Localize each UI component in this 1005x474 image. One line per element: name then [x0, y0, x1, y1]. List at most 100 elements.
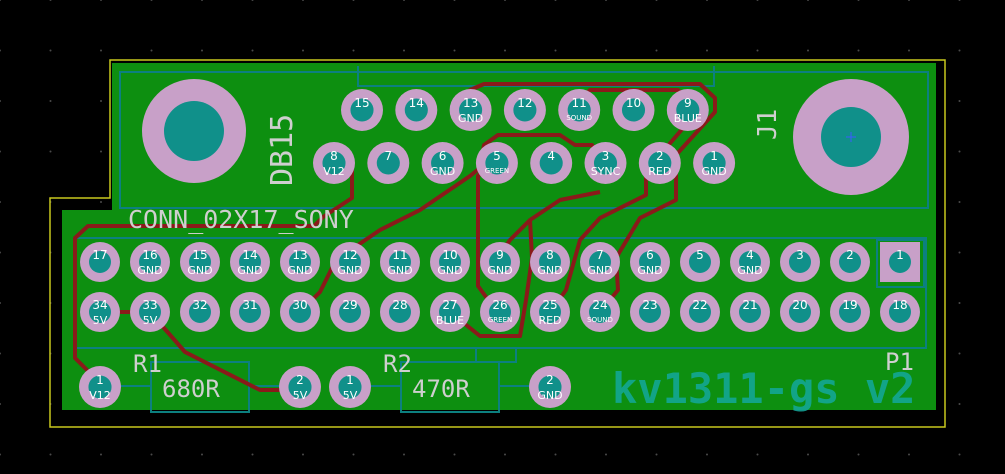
pad-number: 26: [492, 298, 507, 312]
pad-number: 15: [354, 96, 369, 110]
pad-number: 4: [746, 248, 754, 262]
pad-net-label: GND: [537, 389, 562, 402]
pad-number: 2: [656, 149, 664, 163]
pad-net-label: GND: [637, 264, 662, 277]
pad-number: 12: [517, 96, 532, 110]
p1-pad-18[interactable]: 18: [880, 292, 920, 332]
pad-number: 16: [142, 248, 157, 262]
p1-pad-20[interactable]: 20: [780, 292, 820, 332]
p1-pad-2[interactable]: 2: [830, 242, 870, 282]
r2-pad-1[interactable]: 15V: [329, 366, 371, 408]
p1-pin1-marker: [876, 239, 925, 288]
pad-net-label: GND: [430, 165, 455, 178]
pad-number: 10: [626, 96, 641, 110]
pad-number: 34: [92, 298, 107, 312]
p1-pad-30[interactable]: 30: [280, 292, 320, 332]
pad-net-label: GND: [387, 264, 412, 277]
p1-pad-1[interactable]: 1: [880, 242, 920, 282]
j1-pad-10[interactable]: 10: [612, 89, 655, 131]
r1-pad-2[interactable]: 25V: [279, 366, 321, 408]
pad-number: 9: [684, 96, 692, 110]
p1-pad-3[interactable]: 3: [780, 242, 820, 282]
pad-net-label: GREEN: [485, 167, 509, 175]
pad-net-label: 5V: [93, 314, 108, 327]
board-edge: [49, 59, 946, 428]
pad-net-label: 5V: [343, 389, 358, 402]
pad-number: 3: [602, 149, 610, 163]
board-version-text: kv1311-gs v2: [612, 364, 915, 413]
pad-number: 3: [796, 248, 804, 262]
pad-number: 4: [547, 149, 555, 163]
j1-pad-4[interactable]: 4: [530, 142, 573, 184]
pad-number: 2: [296, 373, 304, 387]
pad-net-label: GND: [458, 112, 483, 125]
p1-pad-21[interactable]: 21: [730, 292, 770, 332]
pad-number: 13: [463, 96, 478, 110]
pad-number: 15: [192, 248, 207, 262]
pad-net-label: GND: [337, 264, 362, 277]
p1-pad-28[interactable]: 28: [380, 292, 420, 332]
j1-pad-14[interactable]: 14: [395, 89, 438, 131]
p1-pad-32[interactable]: 32: [180, 292, 220, 332]
j1-pad-7[interactable]: 7: [367, 142, 410, 184]
pad-number: 23: [642, 298, 657, 312]
pad-net-label: GND: [187, 264, 212, 277]
r1-ref-label: R1: [133, 350, 162, 378]
pad-number: 14: [242, 248, 257, 262]
j1-mount-hole-left: [142, 79, 246, 183]
p1-pad-22[interactable]: 22: [680, 292, 720, 332]
pad-number: 8: [546, 248, 554, 262]
pad-number: 2: [546, 373, 554, 387]
pad-net-label: 5V: [293, 389, 308, 402]
pad-number: 11: [572, 96, 587, 110]
pad-net-label: GND: [487, 264, 512, 277]
p1-pad-31[interactable]: 31: [230, 292, 270, 332]
p1-pad-17[interactable]: 17: [80, 242, 120, 282]
pad-number: 7: [596, 248, 604, 262]
p1-pad-29[interactable]: 29: [330, 292, 370, 332]
j1-pad-12[interactable]: 12: [503, 89, 546, 131]
p1-ref-label: P1: [885, 348, 914, 376]
pad-number: 1: [710, 149, 718, 163]
pad-net-label: RED: [648, 165, 671, 178]
j1-pad-15[interactable]: 15: [341, 89, 383, 131]
p1-pad-19[interactable]: 19: [830, 292, 870, 332]
p1-pad-23[interactable]: 23: [630, 292, 670, 332]
p1-pad-5[interactable]: 5: [680, 242, 720, 282]
pad-number: 6: [646, 248, 654, 262]
pad-net-label: GND: [137, 264, 162, 277]
